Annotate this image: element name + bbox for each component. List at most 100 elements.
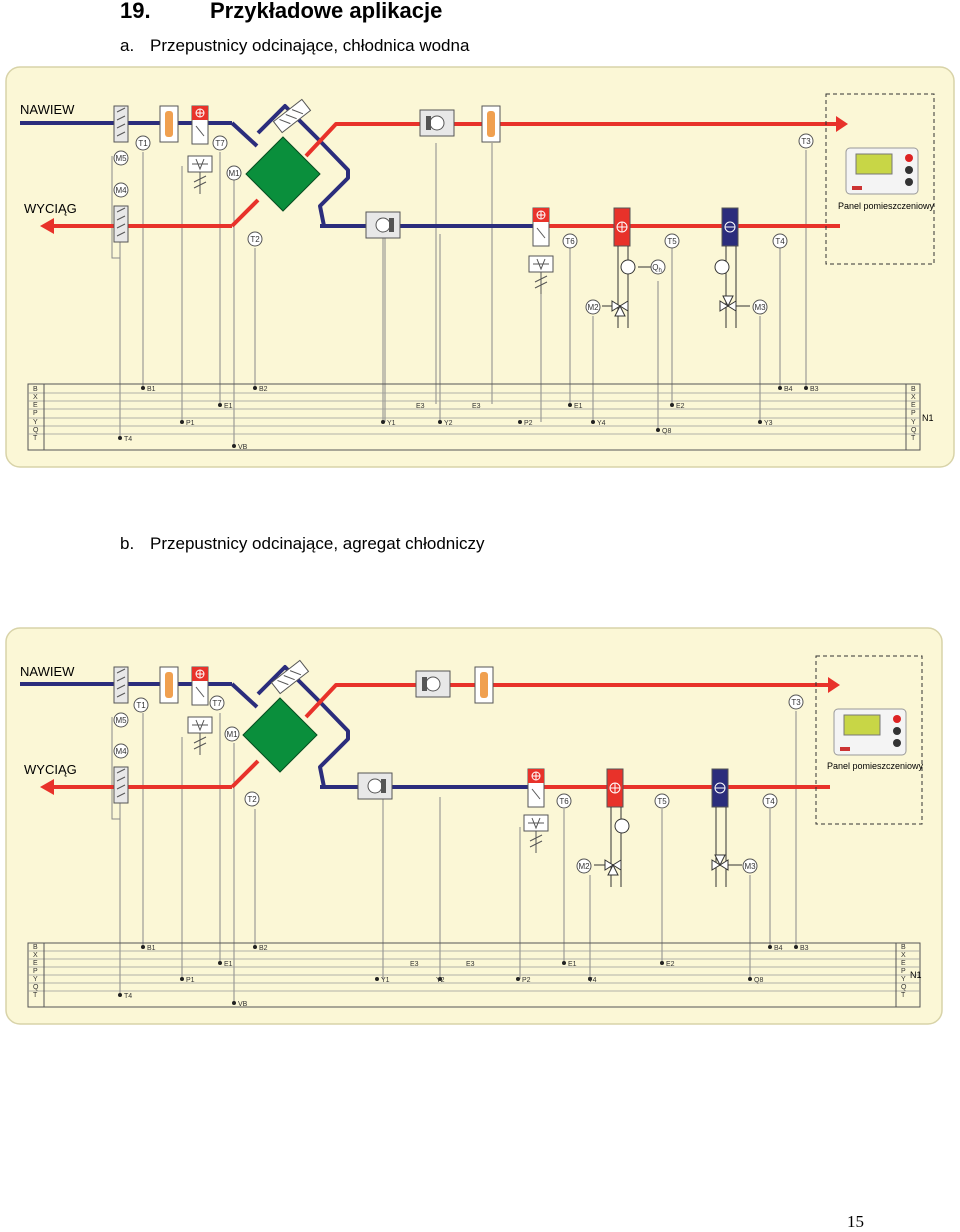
diagram-b-heading: b.Przepustnicy odcinające, agregat chłod… <box>120 534 485 554</box>
pump-icon <box>620 259 636 275</box>
diagram-a-letter: a. <box>120 36 135 55</box>
actuator-m1 <box>224 726 240 742</box>
terminal-e1-b: E1 <box>574 403 583 410</box>
three-way-valve-icon <box>604 859 622 876</box>
sensor-t6 <box>562 233 578 249</box>
bypass-damper-icon <box>270 659 310 695</box>
sensor-t2 <box>244 791 260 807</box>
supply-arrow-icon <box>828 677 840 693</box>
room-panel-label: Panel pomieszczeniowy <box>838 201 935 211</box>
water-heater-coil-icon <box>606 768 624 808</box>
row-label-b-right: B <box>911 386 916 393</box>
exhaust-arrow-icon <box>40 779 54 795</box>
section-number: 19. <box>120 0 151 23</box>
terminal-y4: Y4 <box>588 977 597 984</box>
actuator-m1 <box>226 165 242 181</box>
label-t1: T1 <box>136 701 146 710</box>
water-heater-coil-icon <box>613 207 631 247</box>
actuator-m5 <box>113 150 129 166</box>
triac-controller-icon <box>523 814 549 853</box>
water-cooler-coil-icon <box>721 207 739 247</box>
label-m1: M1 <box>228 169 240 178</box>
label-m4: M4 <box>115 186 127 195</box>
electric-heater-icon <box>527 768 545 808</box>
sensor-t7 <box>209 695 225 711</box>
terminal-b4: B4 <box>774 945 783 952</box>
actuator-m5 <box>113 712 129 728</box>
label-t5: T5 <box>657 797 667 806</box>
diagram-b-letter: b. <box>120 534 135 553</box>
terminal-p2: P2 <box>524 420 533 427</box>
label-t4: T4 <box>765 797 775 806</box>
diagram-panel <box>5 627 943 1025</box>
row-label-e-right: E <box>901 960 906 967</box>
room-panel-device-icon <box>845 147 919 195</box>
terminal-t4: T4 <box>124 436 132 443</box>
triac-controller-icon <box>187 155 213 194</box>
electric-heater-icon <box>191 666 209 706</box>
supply-arrow-icon <box>836 116 848 132</box>
section-title: Przykładowe aplikacje <box>210 0 443 23</box>
label-t1: T1 <box>138 139 148 148</box>
terminal-b1: B1 <box>147 386 156 393</box>
terminal-p1: P1 <box>186 420 195 427</box>
actuator-m2 <box>585 299 601 315</box>
row-label-b-right: B <box>901 944 906 951</box>
heat-exchanger-icon <box>245 136 321 212</box>
heat-exchanger-icon <box>242 697 318 773</box>
row-label-p-right: P <box>901 968 906 975</box>
terminal-q8: Q8 <box>662 428 671 435</box>
terminal-y2: Y2 <box>436 977 445 984</box>
supply-label: NAWIEW <box>20 102 75 117</box>
room-panel-label: Panel pomieszczeniowy <box>827 761 924 771</box>
label-t3: T3 <box>801 137 811 146</box>
label-t6: T6 <box>565 237 575 246</box>
terminal-e3: E3 <box>410 961 419 968</box>
row-label-y: Y <box>33 976 38 983</box>
row-label-t: T <box>33 992 38 999</box>
row-label-q: Q <box>33 984 39 991</box>
row-label-t: T <box>33 435 38 442</box>
label-t2: T2 <box>247 795 257 804</box>
supply-fan-icon <box>419 109 455 137</box>
terminal-vb: VB <box>238 1001 248 1008</box>
diagram-panel <box>5 66 955 468</box>
actuator-m4 <box>113 743 129 759</box>
actuator-m4 <box>113 182 129 198</box>
row-label-p: P <box>33 968 38 975</box>
label-t2: T2 <box>250 235 260 244</box>
row-label-e: E <box>33 960 38 967</box>
supply-duct <box>100 122 840 228</box>
row-label-t-right: T <box>911 435 916 442</box>
diagram-b: NAWIEW WYCIĄG <box>5 627 943 1025</box>
room-panel-box <box>825 93 935 265</box>
row-label-y-right: Y <box>911 419 916 426</box>
sensor-qh <box>650 259 666 275</box>
terminal-strip <box>27 383 921 451</box>
terminal-y2: Y2 <box>444 420 453 427</box>
row-label-t-right: T <box>901 992 906 999</box>
supply-label: NAWIEW <box>20 664 75 679</box>
sensor-t4 <box>772 233 788 249</box>
electric-heater-icon <box>532 207 550 247</box>
label-t7: T7 <box>215 139 225 148</box>
row-label-x-right: X <box>911 394 916 401</box>
label-m2: M2 <box>578 862 590 871</box>
actuator-m2 <box>576 858 592 874</box>
triac-controller-icon <box>187 716 213 755</box>
row-label-y: Y <box>33 419 38 426</box>
label-m2: M2 <box>587 303 599 312</box>
exhaust-fan-icon <box>365 211 401 239</box>
terminal-e2: E2 <box>676 403 685 410</box>
electric-heater-icon <box>191 105 209 145</box>
sensor-t3 <box>798 133 814 149</box>
filter-icon <box>113 666 129 704</box>
actuator-m3 <box>742 858 758 874</box>
filter-icon <box>113 205 129 243</box>
terminal-y1: Y1 <box>387 420 396 427</box>
terminal-e1: E1 <box>224 403 233 410</box>
label-m3: M3 <box>744 862 756 871</box>
label-t4: T4 <box>775 237 785 246</box>
row-label-x: X <box>33 394 38 401</box>
terminal-e3-b: E3 <box>472 403 481 410</box>
